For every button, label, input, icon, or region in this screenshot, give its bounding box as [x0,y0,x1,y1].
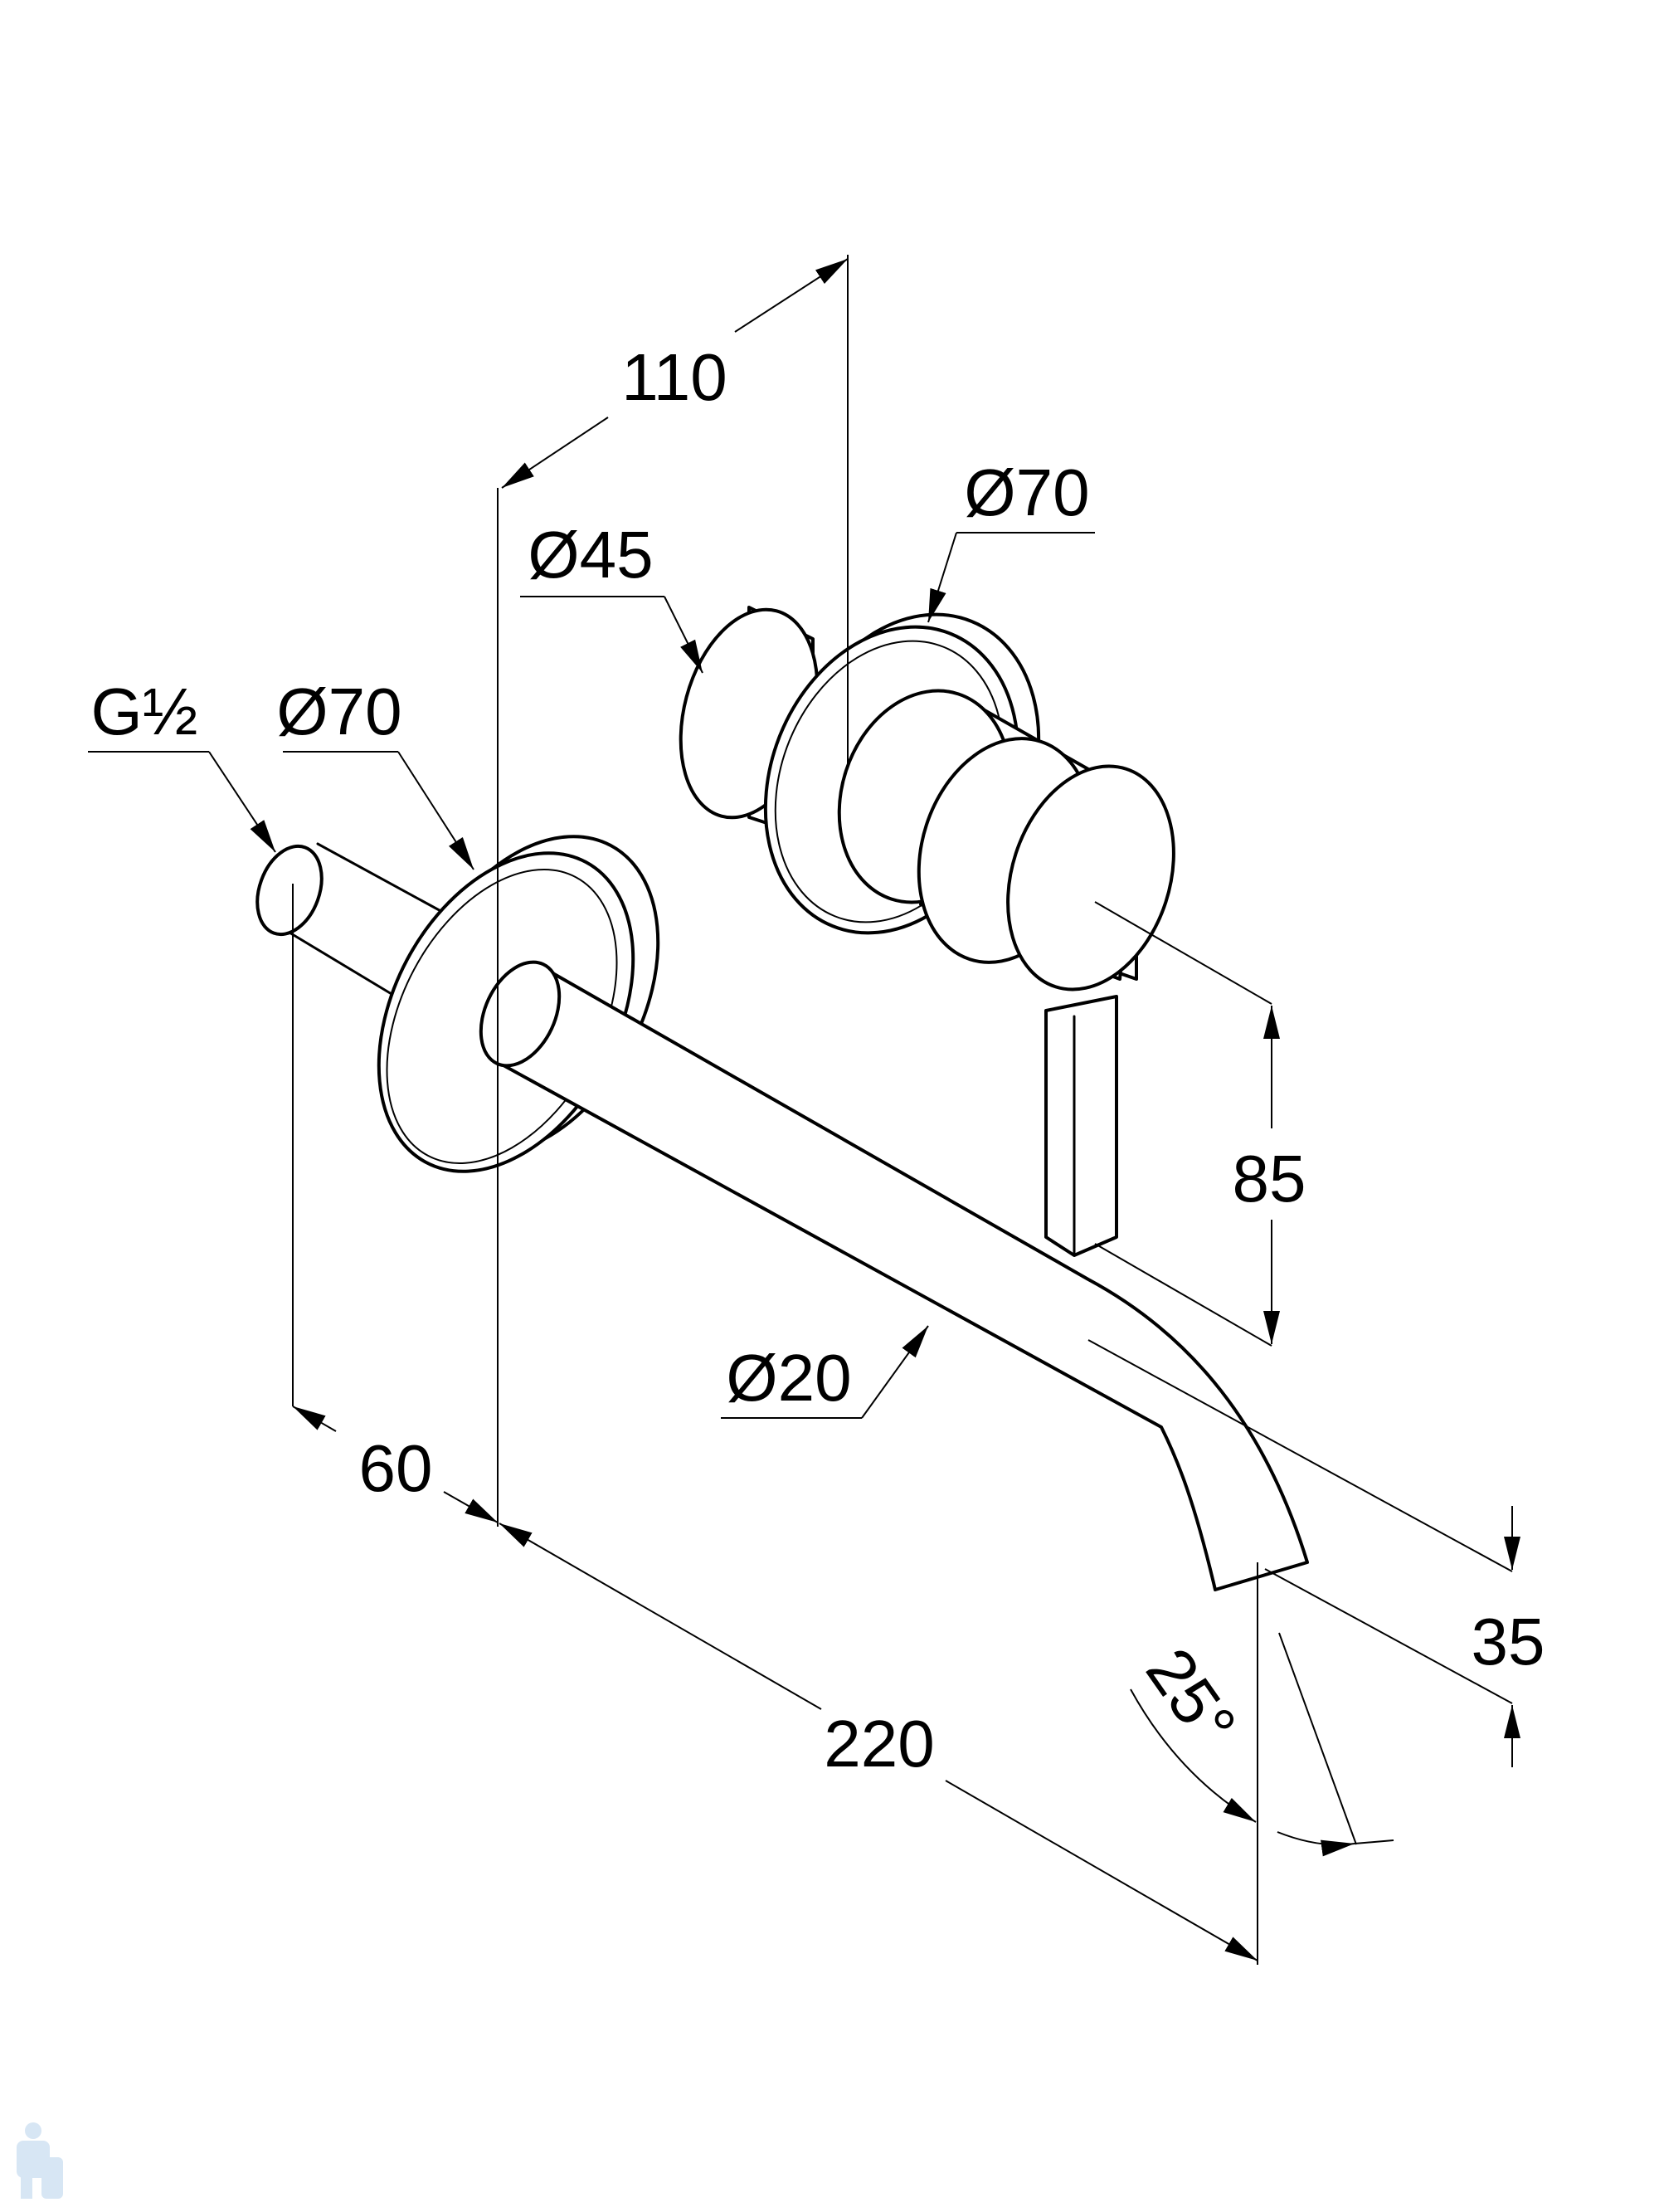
dim-220-label: 220 [824,1707,934,1781]
thread-label: G½ [91,675,198,748]
dim-angle: 25° [1130,1632,1394,1857]
plumber-watermark-icon [17,2122,63,2199]
angle-label: 25° [1132,1635,1250,1760]
lever-handle [1044,995,1118,1257]
dim-220: 220 [499,1523,1258,1965]
spout [479,960,1309,1591]
dim-85-label: 85 [1233,1142,1306,1216]
dim-85: 85 [1094,901,1306,1347]
rosette-right-label: Ø70 [964,456,1089,529]
dim-body-diameter: Ø45 [520,518,703,674]
dim-rosette-right: Ø70 [927,456,1095,623]
dim-thread: G½ [88,675,276,853]
dim-35-label: 35 [1472,1605,1545,1678]
body-diameter-label: Ø45 [528,518,653,592]
spout-diameter-label: Ø20 [726,1341,851,1415]
dim-110-label: 110 [621,340,727,414]
dim-spout-diameter: Ø20 [721,1325,929,1419]
dim-rosette-left: Ø70 [276,675,474,870]
dim-35: 35 [1087,1339,1545,1767]
dim-60: 60 [292,884,499,1523]
dim-110: 110 [497,255,849,1527]
rosette-left-label: Ø70 [276,675,401,748]
mixer-body [679,606,1175,992]
dim-60-label: 60 [359,1431,433,1505]
